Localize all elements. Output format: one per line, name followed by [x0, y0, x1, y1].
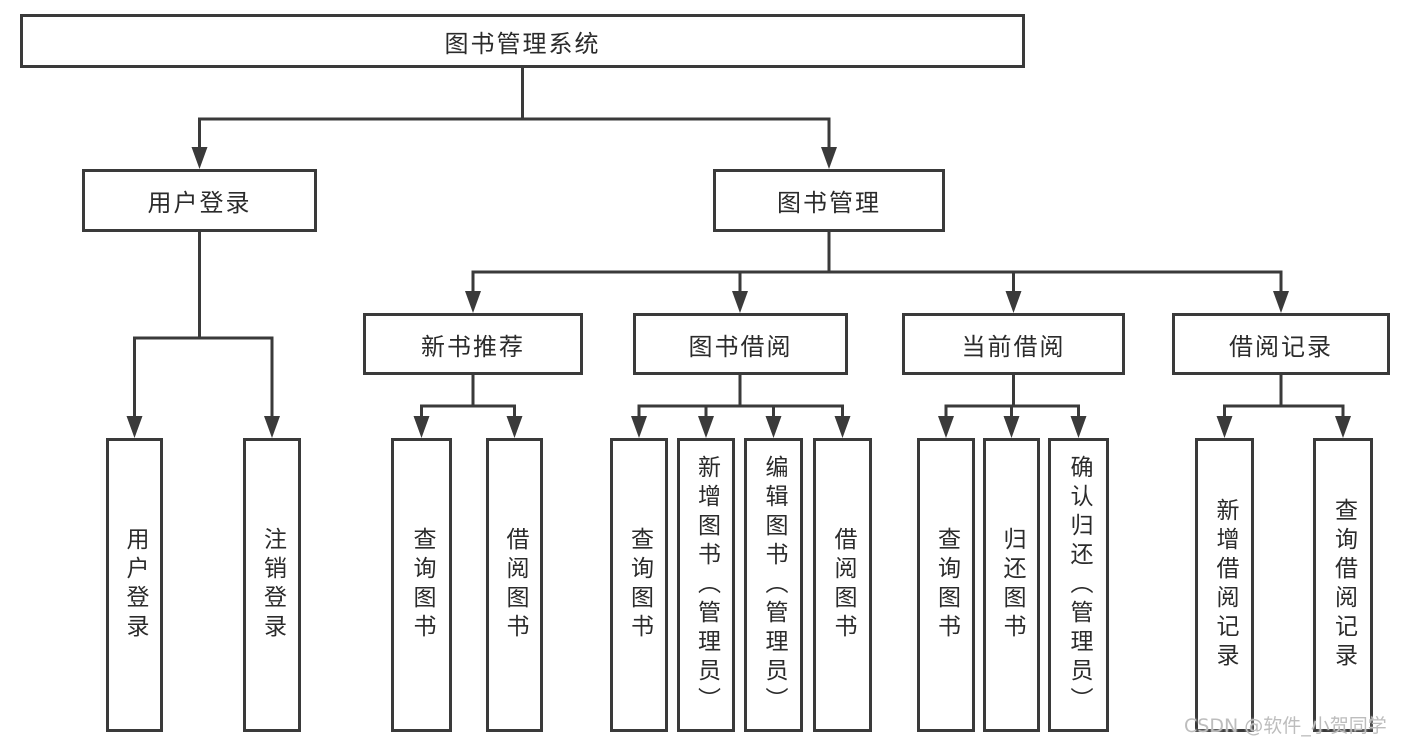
leaf-logout: 注销登录 — [243, 438, 301, 732]
node-borrowing-records: 借阅记录 — [1172, 313, 1390, 375]
leaf-return-book: 归还图书 — [983, 438, 1040, 732]
node-library-management-system: 图书管理系统 — [20, 14, 1025, 68]
leaf-borrow-books-borrowing: 借阅图书 — [813, 438, 872, 732]
node-book-management: 图书管理 — [713, 169, 945, 232]
node-current-borrowing: 当前借阅 — [902, 313, 1125, 375]
leaf-add-borrow-record: 新增借阅记录 — [1195, 438, 1254, 732]
leaf-query-books-current: 查询图书 — [917, 438, 975, 732]
node-book-borrowing: 图书借阅 — [633, 313, 848, 375]
leaf-query-books-recommend: 查询图书 — [391, 438, 452, 732]
leaf-query-books-borrowing: 查询图书 — [610, 438, 668, 732]
leaf-edit-book-admin: 编辑图书（管理员） — [744, 438, 803, 732]
watermark: CSDN @软件_小贺同学 — [1184, 715, 1387, 737]
node-new-book-recommend: 新书推荐 — [363, 313, 583, 375]
leaf-borrow-books-recommend: 借阅图书 — [486, 438, 543, 732]
node-user-login: 用户登录 — [82, 169, 317, 232]
leaf-add-book-admin: 新增图书（管理员） — [677, 438, 735, 732]
leaf-confirm-return-admin: 确认归还（管理员） — [1048, 438, 1109, 732]
leaf-query-borrow-record: 查询借阅记录 — [1313, 438, 1373, 732]
leaf-user-login: 用户登录 — [106, 438, 163, 732]
